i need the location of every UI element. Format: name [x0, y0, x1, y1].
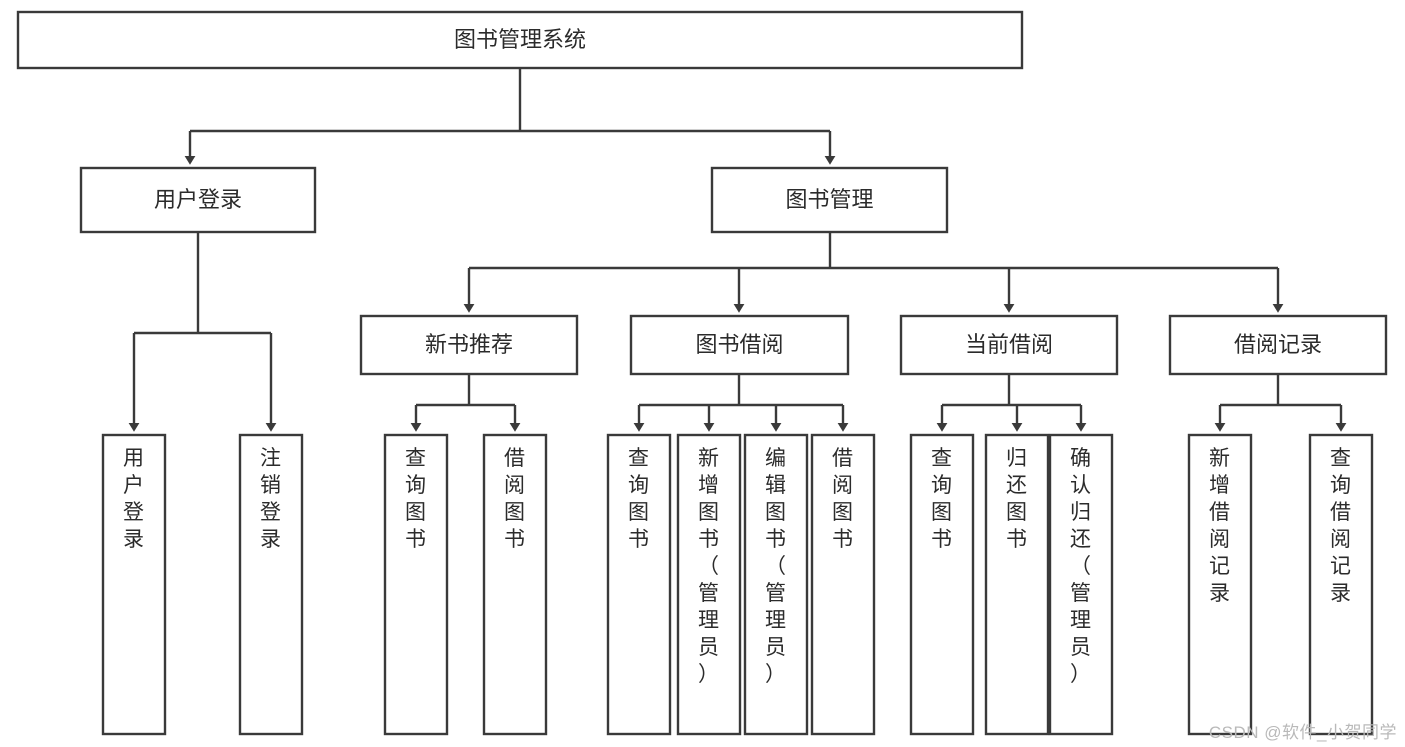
node-leaf-5-box[interactable] — [676, 433, 742, 736]
node-level3-3-box[interactable] — [1168, 314, 1388, 376]
node-level3-3-label: 借阅记录 — [1234, 332, 1322, 357]
node-leaf-3[interactable]: 借阅图书 — [482, 433, 548, 736]
node-leaf-0[interactable]: 用户登录 — [101, 433, 167, 736]
node-level2-1[interactable]: 图书管理 — [710, 166, 949, 234]
node-level3-1-label: 图书借阅 — [695, 332, 783, 357]
connector-group-borrow — [633, 374, 849, 432]
node-leaf-1[interactable]: 注销登录 — [238, 433, 304, 736]
node-leaf-10-label: 确认归还（管理员） — [1070, 447, 1092, 686]
node-leaf-1-label: 注销登录 — [260, 447, 282, 551]
node-level3-2-label: 当前借阅 — [965, 332, 1053, 357]
node-level3-1[interactable]: 图书借阅 — [629, 314, 850, 376]
node-leaf-6[interactable]: 编辑图书（管理员） — [743, 433, 809, 736]
connector-group-user-login — [128, 232, 277, 432]
node-leaf-12-box[interactable] — [1308, 433, 1374, 736]
node-leaf-3-box[interactable] — [482, 433, 548, 736]
node-leaf-12-label: 查询借阅记录 — [1330, 447, 1352, 605]
node-leaf-5-label: 新增图书（管理员） — [698, 447, 720, 686]
node-leaf-3-label: 借阅图书 — [504, 447, 526, 551]
connector-group-current — [936, 374, 1087, 432]
node-leaf-2-label: 查询图书 — [405, 447, 427, 551]
node-leaf-10[interactable]: 确认归还（管理员） — [1048, 433, 1114, 736]
node-level2-1-box[interactable] — [710, 166, 949, 234]
node-leaf-6-label: 编辑图书（管理员） — [765, 447, 787, 686]
node-leaf-1-box[interactable] — [238, 433, 304, 736]
node-level2-1-label: 图书管理 — [785, 187, 873, 212]
connector-group-book-manage — [463, 232, 1284, 313]
connector-group-record — [1214, 374, 1347, 432]
connector-group-newbook — [410, 374, 521, 432]
node-leaf-9-box[interactable] — [984, 433, 1050, 736]
node-level2-0-box[interactable] — [79, 166, 317, 234]
node-level3-3[interactable]: 借阅记录 — [1168, 314, 1388, 376]
node-root-system-label: 图书管理系统 — [454, 27, 586, 52]
node-leaf-10-box[interactable] — [1048, 433, 1114, 736]
node-leaf-6-box[interactable] — [743, 433, 809, 736]
node-level3-2[interactable]: 当前借阅 — [899, 314, 1119, 376]
node-leaf-0-box[interactable] — [101, 433, 167, 736]
node-level2-0-label: 用户登录 — [154, 187, 242, 212]
node-level3-0[interactable]: 新书推荐 — [359, 314, 579, 376]
node-level3-0-label: 新书推荐 — [425, 332, 513, 357]
node-level3-1-box[interactable] — [629, 314, 850, 376]
node-leaf-7-label: 借阅图书 — [832, 447, 854, 551]
node-leaf-12[interactable]: 查询借阅记录 — [1308, 433, 1374, 736]
node-leaf-11[interactable]: 新增借阅记录 — [1187, 433, 1253, 736]
node-leaf-8-box[interactable] — [909, 433, 975, 736]
node-level3-2-box[interactable] — [899, 314, 1119, 376]
node-level2-0[interactable]: 用户登录 — [79, 166, 317, 234]
node-root-system-box[interactable] — [16, 10, 1024, 70]
node-leaf-11-box[interactable] — [1187, 433, 1253, 736]
node-leaf-8-label: 查询图书 — [931, 447, 953, 551]
node-leaf-8[interactable]: 查询图书 — [909, 433, 975, 736]
node-leaf-2[interactable]: 查询图书 — [383, 433, 449, 736]
node-leaf-2-box[interactable] — [383, 433, 449, 736]
connector-group-root — [184, 68, 836, 165]
node-leaf-9[interactable]: 归还图书 — [984, 433, 1050, 736]
node-leaf-7-box[interactable] — [810, 433, 876, 736]
nodes-layer: 图书管理系统用户登录图书管理新书推荐图书借阅当前借阅借阅记录用户登录注销登录查询… — [16, 10, 1388, 736]
node-leaf-11-label: 新增借阅记录 — [1209, 447, 1231, 605]
node-leaf-0-label: 用户登录 — [123, 447, 145, 551]
node-root-system[interactable]: 图书管理系统 — [16, 10, 1024, 70]
node-level3-0-box[interactable] — [359, 314, 579, 376]
node-leaf-4-label: 查询图书 — [628, 447, 650, 551]
node-leaf-4[interactable]: 查询图书 — [606, 433, 672, 736]
node-leaf-5[interactable]: 新增图书（管理员） — [676, 433, 742, 736]
node-leaf-7[interactable]: 借阅图书 — [810, 433, 876, 736]
node-leaf-9-label: 归还图书 — [1006, 447, 1028, 551]
node-leaf-4-box[interactable] — [606, 433, 672, 736]
